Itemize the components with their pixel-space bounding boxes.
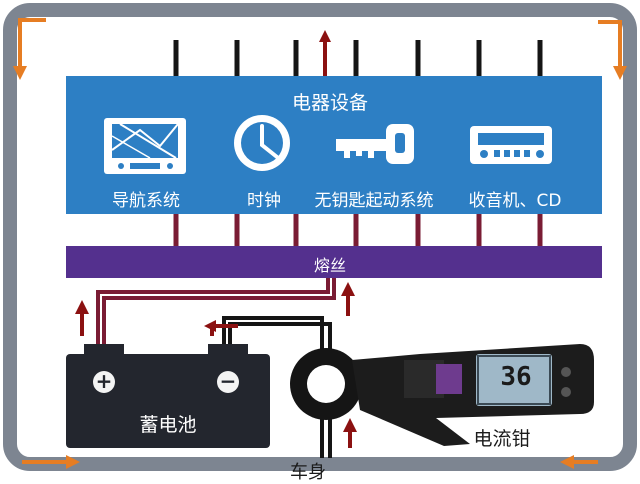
negative-wire-arrows	[204, 320, 357, 448]
meter-screen	[476, 354, 552, 406]
radio-cd-icon	[470, 126, 552, 164]
battery-positive-sign: +	[95, 369, 113, 393]
corner-arrow-bottom-right-head-icon	[560, 455, 574, 469]
meter-reading: 36	[500, 362, 532, 392]
up-arrow-icon	[343, 418, 357, 432]
top-wires	[173, 40, 543, 78]
key-icon	[336, 124, 414, 164]
corner-arrows	[13, 18, 627, 469]
corner-arrow-top-right-head-icon	[613, 66, 627, 80]
navigation-screen-icon	[104, 118, 186, 174]
corner-arrow-bottom-left-head-icon	[66, 455, 80, 469]
positive-wire-arrows	[75, 282, 355, 336]
fuse-bar	[66, 246, 602, 278]
up-arrow-icon	[341, 282, 355, 296]
clamp-meter-label: 电流钳	[473, 428, 531, 450]
body-label: 车身	[290, 462, 326, 483]
positive-wire	[96, 278, 336, 346]
battery-label: 蓄电池	[139, 414, 197, 436]
up-arrow-icon	[75, 300, 89, 314]
diagram-canvas	[3, 3, 637, 471]
devices-title: 电器设备	[291, 92, 368, 114]
battery-negative-terminal-icon	[217, 371, 239, 393]
device-label-keyless: 无钥匙起动系统	[314, 191, 434, 211]
clock-icon	[234, 115, 290, 171]
corner-arrow-top-left-icon	[18, 18, 46, 70]
panel-to-fuse-wires	[173, 214, 543, 246]
top-current-arrow-icon	[319, 30, 331, 42]
device-label-navigation: 导航系统	[112, 191, 180, 211]
battery-negative-sign: −	[219, 369, 237, 393]
fuse-label: 熔丝	[313, 256, 346, 275]
clamp-meter	[290, 344, 594, 446]
battery	[66, 344, 270, 448]
body-frame	[3, 3, 637, 471]
corner-arrow-top-right-icon	[598, 20, 622, 70]
battery-positive-terminal-icon	[93, 371, 115, 393]
corner-arrow-top-left-head-icon	[13, 66, 27, 80]
device-label-radio-cd: 收音机、CD	[468, 191, 562, 211]
device-label-clock: 时钟	[247, 191, 281, 211]
